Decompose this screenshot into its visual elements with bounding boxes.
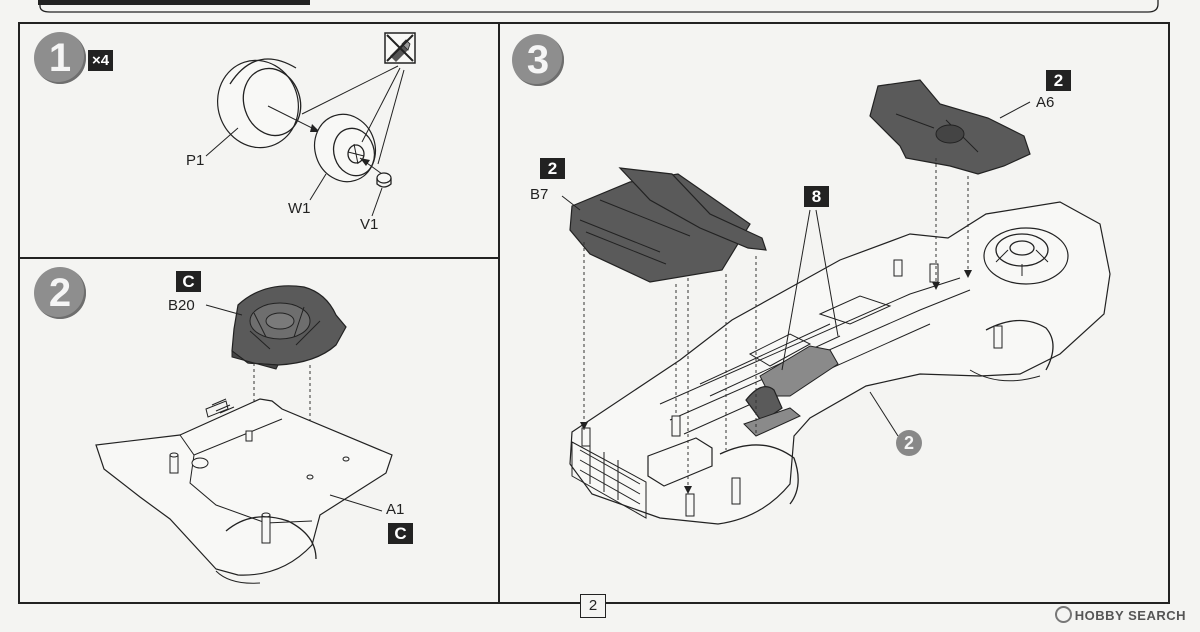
left-border xyxy=(18,22,20,604)
step-3-panel: 3 2 B7 2 A6 8 2 xyxy=(500,24,1168,602)
left-horizontal-divider xyxy=(18,257,500,259)
watermark: HOBBY SEARCH xyxy=(1054,606,1186,623)
part-label-w1: W1 xyxy=(288,200,311,217)
chassis-assembly-drawing xyxy=(561,79,1111,525)
step-2-number: 2 xyxy=(34,267,86,319)
parts-tree-tag-2-b7: 2 xyxy=(540,158,565,179)
part-label-v1: V1 xyxy=(360,216,379,233)
header-box xyxy=(38,0,1159,13)
step-reference-callout: 2 xyxy=(896,430,922,456)
parts-tree-tag-c-bottom: C xyxy=(388,523,413,544)
page-number: 2 xyxy=(580,594,606,618)
parts-tree-tag-c-top: C xyxy=(176,271,201,292)
center-divider xyxy=(498,22,500,604)
part-label-a1: A1 xyxy=(386,501,405,518)
parts-tree-tag-8: 8 xyxy=(804,186,829,207)
part-label-p1: P1 xyxy=(186,152,205,169)
quantity-multiplier-badge: ×4 xyxy=(88,50,113,71)
step-1-number: 1 xyxy=(34,32,86,84)
part-label-b7: B7 xyxy=(530,186,549,203)
step-3-number: 3 xyxy=(512,34,564,86)
top-border xyxy=(18,22,1170,24)
parts-tree-tag-2-a6: 2 xyxy=(1046,70,1071,91)
right-border xyxy=(1168,22,1170,604)
step-2-panel: 2 C B20 xyxy=(20,259,498,602)
glue-tube-icon xyxy=(384,32,416,64)
part-label-a6: A6 xyxy=(1036,94,1055,111)
part-label-b20: B20 xyxy=(168,297,195,314)
spare-tire-assembly-drawing xyxy=(95,285,393,584)
step-1-panel: 1 ×4 xyxy=(20,24,498,257)
watermark-text: HOBBY SEARCH xyxy=(1074,608,1186,623)
watermark-logo-icon xyxy=(1054,606,1072,623)
wheel-assembly-drawing xyxy=(205,58,405,217)
